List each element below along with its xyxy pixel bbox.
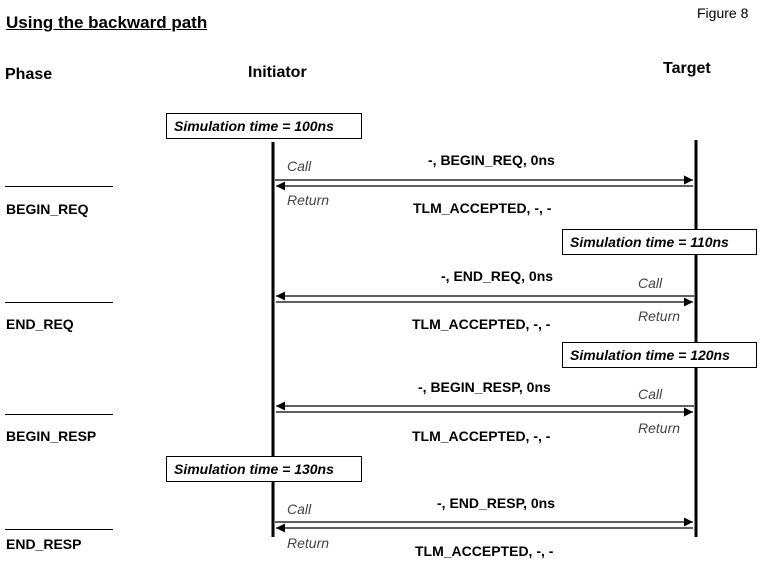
sim-time-box: Simulation time = 110ns	[562, 229, 757, 255]
phase-divider	[5, 414, 113, 415]
call-label: Call	[287, 158, 312, 174]
return-label: Return	[638, 308, 681, 324]
phase-label: BEGIN_REQ	[6, 201, 89, 217]
sim-time-box: Simulation time = 100ns	[166, 113, 362, 139]
target-column-header: Target	[663, 60, 711, 77]
call-label: Call	[287, 501, 312, 517]
return-message: TLM_ACCEPTED, -, -	[413, 200, 552, 216]
sim-time-box: Simulation time = 120ns	[562, 342, 757, 368]
call-message: -, END_RESP, 0ns	[437, 495, 556, 511]
phase-label: END_RESP	[6, 536, 82, 552]
initiator-column-header: Initiator	[248, 64, 307, 81]
phase-label: END_REQ	[6, 316, 74, 332]
return-label: Return	[287, 535, 330, 551]
return-label: Return	[287, 192, 330, 208]
diagram-title: Using the backward path	[6, 13, 208, 32]
call-message: -, END_REQ, 0ns	[441, 268, 554, 284]
return-label: Return	[638, 420, 681, 436]
phase-divider	[5, 302, 113, 303]
call-message: -, BEGIN_RESP, 0ns	[418, 379, 551, 395]
return-message: TLM_ACCEPTED, -, -	[412, 316, 551, 332]
sim-time-box: Simulation time = 130ns	[166, 456, 362, 482]
return-message: TLM_ACCEPTED, -, -	[415, 543, 554, 559]
call-label: Call	[638, 275, 663, 291]
phase-column-header: Phase	[5, 66, 53, 83]
return-message: TLM_ACCEPTED, -, -	[412, 428, 551, 444]
call-label: Call	[638, 386, 663, 402]
phase-divider	[5, 529, 113, 530]
phase-divider	[5, 186, 113, 187]
figure-label: Figure 8	[697, 5, 749, 21]
phase-label: BEGIN_RESP	[6, 428, 97, 444]
call-message: -, BEGIN_REQ, 0ns	[428, 152, 555, 168]
